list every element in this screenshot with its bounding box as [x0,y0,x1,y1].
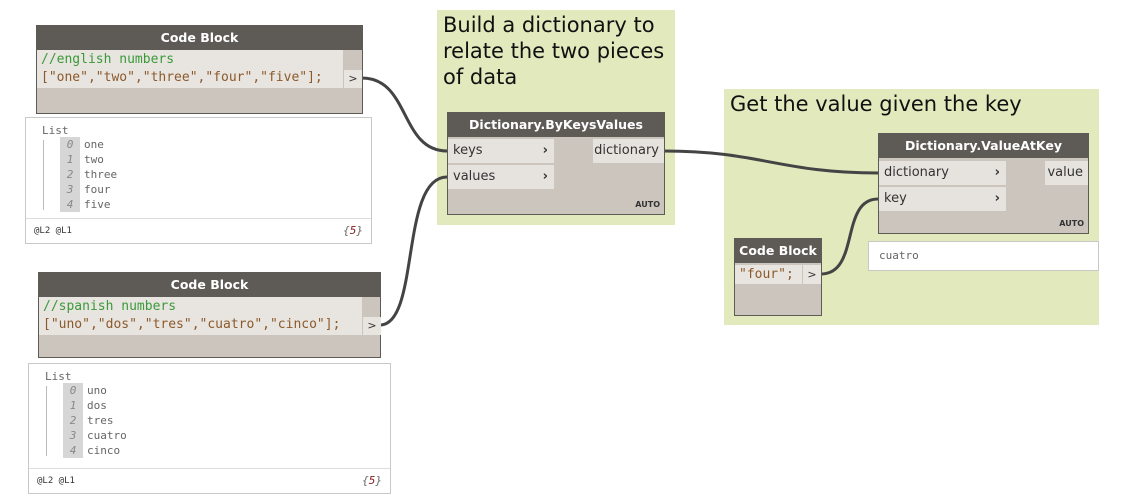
input-port-keys[interactable]: keys› [448,139,554,163]
code-editor[interactable]: "four"; [735,265,802,284]
chevron-right-icon: › [542,169,548,184]
list-value: three [84,168,118,181]
preview-bubble-spanish: List 0 uno 1 dos 2 tres 3 cuatro 4 cinco @L2 @L1{… [28,363,391,494]
list-value: cuatro [87,429,127,442]
list-index: 0 [60,137,80,152]
code-block-node-spanish[interactable]: Code Block //spanish numbers["uno","dos"… [38,272,381,358]
list-value: uno [87,384,107,397]
output-port[interactable]: > [343,70,362,88]
list-value: tres [87,414,114,427]
list-value: cinco [87,444,121,457]
preview-footer: @L2 @L1{5} [26,218,371,243]
node-title: Code Block [37,26,362,50]
code-block-node-english[interactable]: Code Block //english numbers["one","two"… [36,25,363,114]
dictionary-bykeysvalues-node[interactable]: Dictionary.ByKeysValues keys› values› di… [447,112,665,215]
node-title: Dictionary.ValueAtKey [879,134,1088,158]
list-item: 4 cinco [63,443,390,458]
wire-english-to-keys [361,76,448,153]
output-port-value[interactable]: value [1045,161,1088,185]
code-editor[interactable]: //spanish numbers["uno","dos","tres","cu… [39,297,362,335]
code-block-node-key[interactable]: Code Block "four"; > [734,238,822,316]
lacing-label: AUTO [635,200,660,209]
list-item: 2 three [60,167,371,182]
list-value: one [84,138,104,151]
output-port[interactable]: > [802,265,821,284]
list-index: 1 [60,152,80,167]
input-port-dictionary[interactable]: dictionary› [879,161,1006,185]
output-port[interactable]: > [362,317,381,335]
list-item: 2 tres [63,413,390,428]
wire-spanish-to-values [379,175,448,327]
node-title: Code Block [735,239,821,263]
list-item: 3 cuatro [63,428,390,443]
chevron-right-icon: › [994,191,1000,206]
list-index: 4 [60,197,80,212]
list-index: 2 [60,167,80,182]
list-index: 3 [60,182,80,197]
wire-dictionary-to-dictionary [663,149,879,175]
list-value: two [84,153,104,166]
list-value: dos [87,399,107,412]
chevron-right-icon: › [542,143,548,158]
list-index: 1 [63,398,83,413]
list-index: 4 [63,443,83,458]
node-title: Code Block [39,273,380,297]
list-item: 1 dos [63,398,390,413]
list-item: 3 four [60,182,371,197]
list-item: 1 two [60,152,371,167]
chevron-right-icon: › [994,165,1000,180]
preview-footer: @L2 @L1{5} [29,468,390,493]
preview-bubble-english: List 0 one 1 two 2 three 3 four 4 five @L2 @L1{5} [25,117,372,244]
output-port-dictionary[interactable]: dictionary [593,139,664,163]
list-value: five [84,198,111,211]
dictionary-valueatkey-node[interactable]: Dictionary.ValueAtKey dictionary› key› v… [878,133,1089,234]
list-header: List [45,370,72,383]
preview-bubble-value: cuatro [868,241,1099,271]
list-item: 0 uno [63,383,390,398]
list-index: 3 [63,428,83,443]
list-item: 0 one [60,137,371,152]
list-index: 2 [63,413,83,428]
input-port-key[interactable]: key› [879,187,1006,211]
input-port-values[interactable]: values› [448,165,554,189]
list-index: 0 [63,383,83,398]
list-header: List [42,124,69,137]
list-value: four [84,183,111,196]
node-title: Dictionary.ByKeysValues [448,113,664,137]
lacing-label: AUTO [1059,219,1084,228]
code-editor[interactable]: //english numbers["one","two","three","f… [37,50,343,88]
group-title: Get the value given the key [730,92,1022,116]
list-item: 4 five [60,197,371,212]
wire-key-to-key [820,197,879,276]
